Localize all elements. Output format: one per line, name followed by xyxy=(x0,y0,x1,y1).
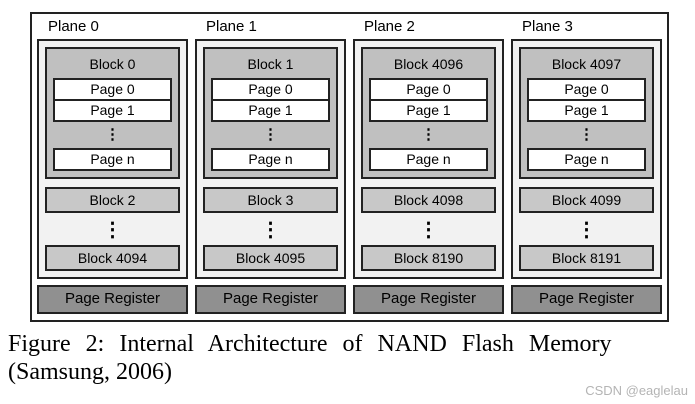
blocks-ellipsis: ⋮ xyxy=(260,218,281,241)
plane-0-box: Block 0 Page 0 Page 1 ⋮ Page n Block 2 ⋮… xyxy=(37,39,188,279)
csdn-watermark: CSDN @eaglelau xyxy=(585,383,688,398)
block-bar: Block 2 xyxy=(45,187,180,213)
block-bar: Block 4098 xyxy=(361,187,496,213)
plane-1-column: Plane 1 Block 1 Page 0 Page 1 ⋮ Page n B… xyxy=(195,14,346,314)
plane-2-top-block: Block 4096 Page 0 Page 1 ⋮ Page n xyxy=(361,47,496,179)
pages-ellipsis: ⋮ xyxy=(579,126,594,143)
page-row: Page n xyxy=(53,148,172,171)
blocks-ellipsis: ⋮ xyxy=(102,218,123,241)
page-row: Page 0 xyxy=(53,78,172,101)
block-title: Block 4096 xyxy=(393,56,464,72)
page-row: Page n xyxy=(369,148,488,171)
plane-2-column: Plane 2 Block 4096 Page 0 Page 1 ⋮ Page … xyxy=(353,14,504,314)
blocks-ellipsis: ⋮ xyxy=(576,218,597,241)
plane-0-label: Plane 0 xyxy=(48,18,99,35)
page-row: Page 1 xyxy=(53,101,172,122)
block-bar: Block 3 xyxy=(203,187,338,213)
plane-0-top-block: Block 0 Page 0 Page 1 ⋮ Page n xyxy=(45,47,180,179)
plane-1-label: Plane 1 xyxy=(206,18,257,35)
block-bar: Block 4094 xyxy=(45,245,180,271)
plane-1-top-block: Block 1 Page 0 Page 1 ⋮ Page n xyxy=(203,47,338,179)
plane-0-column: Plane 0 Block 0 Page 0 Page 1 ⋮ Page n B… xyxy=(37,14,188,314)
page-row: Page 1 xyxy=(527,101,646,122)
plane-3-page-register: Page Register xyxy=(511,285,662,314)
pages-ellipsis: ⋮ xyxy=(421,126,436,143)
block-bar: Block 4099 xyxy=(519,187,654,213)
page-row: Page 1 xyxy=(369,101,488,122)
page-row: Page n xyxy=(211,148,330,171)
plane-columns: Plane 0 Block 0 Page 0 Page 1 ⋮ Page n B… xyxy=(37,14,662,314)
block-bar: Block 8191 xyxy=(519,245,654,271)
pages-ellipsis: ⋮ xyxy=(263,126,278,143)
page-row: Page 0 xyxy=(527,78,646,101)
plane-3-column: Plane 3 Block 4097 Page 0 Page 1 ⋮ Page … xyxy=(511,14,662,314)
plane-3-top-block: Block 4097 Page 0 Page 1 ⋮ Page n xyxy=(519,47,654,179)
figure-caption-line2: (Samsung, 2006) xyxy=(8,359,172,385)
page-row: Page n xyxy=(527,148,646,171)
blocks-ellipsis: ⋮ xyxy=(418,218,439,241)
figure-caption-line1: Figure 2: Internal Architecture of NAND … xyxy=(8,331,612,357)
block-bar: Block 4095 xyxy=(203,245,338,271)
plane-2-page-register: Page Register xyxy=(353,285,504,314)
plane-2-label: Plane 2 xyxy=(364,18,415,35)
page-row: Page 1 xyxy=(211,101,330,122)
block-bar: Block 8190 xyxy=(361,245,496,271)
page-row: Page 0 xyxy=(211,78,330,101)
pages-ellipsis: ⋮ xyxy=(105,126,120,143)
plane-1-page-register: Page Register xyxy=(195,285,346,314)
block-title: Block 1 xyxy=(247,56,294,72)
plane-3-label: Plane 3 xyxy=(522,18,573,35)
plane-0-page-register: Page Register xyxy=(37,285,188,314)
plane-3-box: Block 4097 Page 0 Page 1 ⋮ Page n Block … xyxy=(511,39,662,279)
figure-caption: Figure 2: Internal Architecture of NAND … xyxy=(8,330,695,386)
block-title: Block 4097 xyxy=(551,56,622,72)
block-title: Block 0 xyxy=(89,56,136,72)
plane-1-box: Block 1 Page 0 Page 1 ⋮ Page n Block 3 ⋮… xyxy=(195,39,346,279)
nand-architecture-diagram: Plane 0 Block 0 Page 0 Page 1 ⋮ Page n B… xyxy=(30,12,669,322)
plane-2-box: Block 4096 Page 0 Page 1 ⋮ Page n Block … xyxy=(353,39,504,279)
page-row: Page 0 xyxy=(369,78,488,101)
